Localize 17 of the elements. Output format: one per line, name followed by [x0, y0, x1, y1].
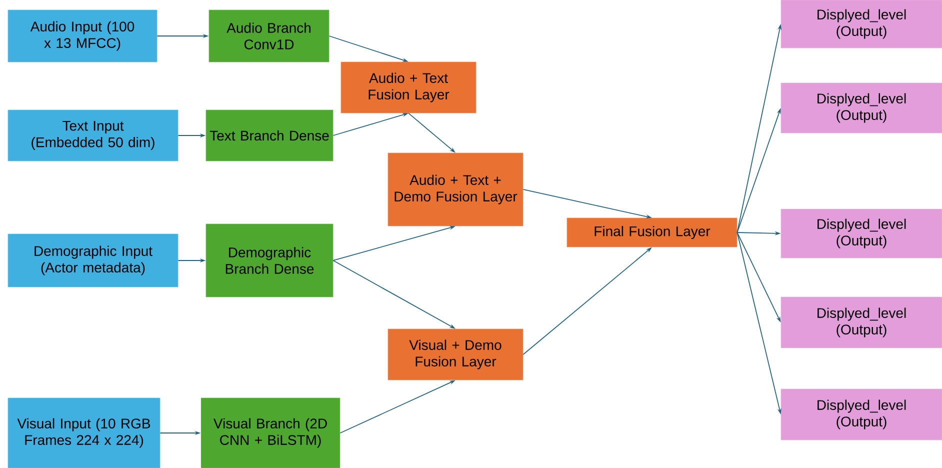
output-box: Displyed_level (Output) [780, 208, 942, 258]
input-box: Audio Input (100 x 13 MFCC) [8, 10, 158, 62]
output-box: Displyed_level (Output) [780, 82, 942, 134]
branch-box: Text Branch Dense [206, 110, 334, 162]
fusion-box: Final Fusion Layer [566, 218, 738, 248]
output-box: Displyed_level (Output) [780, 0, 942, 48]
fusion-box: Visual + Demo Fusion Layer [388, 328, 524, 380]
fusion-box: Audio + Text Fusion Layer [340, 62, 476, 114]
branch-box: Audio Branch Conv1D [208, 10, 330, 62]
input-box: Visual Input (10 RGB Frames 224 x 224) [8, 398, 160, 468]
output-box: Displyed_level (Output) [780, 388, 942, 440]
fusion-box: Audio + Text + Demo Fusion Layer [388, 152, 524, 226]
input-box: Text Input (Embedded 50 dim) [8, 110, 178, 162]
input-box: Demographic Input (Actor metadata) [8, 234, 178, 288]
branch-box: Demographic Branch Dense [206, 224, 334, 298]
output-box: Displyed_level (Output) [780, 296, 942, 348]
branch-box: Visual Branch (2D CNN + BiLSTM) [200, 398, 340, 468]
